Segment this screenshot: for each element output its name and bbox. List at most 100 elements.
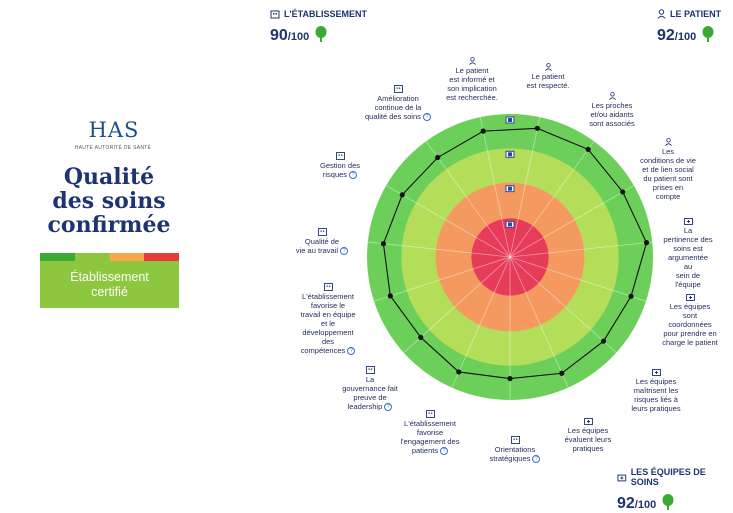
medical-case-icon: [617, 474, 627, 481]
certification-title: Qualité des soins confirmée: [38, 165, 180, 237]
data-point-14: [435, 154, 441, 161]
category-label-line: son implication: [447, 84, 497, 93]
category-label-line: compétences ?: [292, 346, 364, 356]
category-label-line: leurs pratiques: [631, 404, 681, 413]
title-line-1: Qualité: [63, 164, 155, 190]
spoke-4: [509, 241, 653, 258]
data-point-8: [507, 375, 513, 382]
category-label-line: continue de la: [374, 103, 422, 112]
spoke-0: [479, 117, 511, 258]
data-point-10: [418, 334, 424, 340]
category-label-line: risques ?: [312, 170, 368, 180]
building-icon: [398, 410, 462, 418]
bar-green: [40, 253, 75, 261]
spoke-9: [451, 256, 511, 388]
score-etablissement: L'ÉTABLISSEMENT 90 /100: [270, 9, 367, 45]
bar-orange: [109, 253, 145, 261]
question-icon[interactable]: ?: [340, 247, 349, 256]
bar-lightgreen: [74, 253, 110, 261]
axis-marker-fill-3: [508, 222, 512, 227]
has-logo: HAS: [88, 118, 140, 142]
spoke-1: [509, 117, 541, 258]
building-icon: [270, 10, 280, 18]
spoke-3: [509, 185, 635, 258]
score-patient-label: LE PATIENT: [670, 9, 722, 19]
score-etablissement-max: /100: [287, 31, 310, 43]
certified-badge: Établissement certifié: [40, 261, 179, 308]
axis-marker-fill-0: [508, 118, 512, 122]
score-equipes: LES ÉQUIPES DE SOINS 92 /100: [617, 467, 733, 513]
ring-3: [471, 218, 549, 296]
data-point-1: [534, 125, 540, 131]
data-point-6: [600, 338, 607, 344]
building-icon: [292, 283, 364, 291]
score-etablissement-label: L'ÉTABLISSEMENT: [284, 9, 367, 19]
category-label-line: L'établissement: [404, 419, 456, 428]
data-polygon: [382, 127, 648, 380]
category-label-line: Orientations: [494, 445, 536, 454]
spoke-5: [509, 256, 647, 302]
category-label-line: Gestion des: [319, 161, 361, 170]
spoke-13: [385, 185, 511, 258]
category-label-line: risques liés à: [634, 395, 678, 404]
question-icon[interactable]: ?: [384, 403, 393, 412]
category-label-line: favorise le: [310, 301, 346, 310]
score-equipes-max: /100: [634, 499, 657, 511]
category-label-line: et de lien social: [642, 165, 694, 174]
data-point-3: [620, 189, 626, 195]
category-label-line: pour prendre en: [663, 329, 717, 338]
question-icon[interactable]: ?: [440, 447, 449, 456]
category-label-line: L'établissement: [302, 292, 354, 301]
question-icon[interactable]: ?: [422, 113, 431, 122]
person-icon: [637, 138, 699, 146]
score-equipes-value: 92: [617, 495, 635, 512]
question-icon[interactable]: ?: [532, 455, 541, 464]
score-etablissement-value: 90: [270, 27, 288, 44]
spoke-2: [509, 141, 595, 258]
category-label-line: l'engagement des: [400, 437, 460, 446]
category-label-line: sont associés: [589, 119, 635, 128]
data-point-5: [628, 293, 634, 299]
building-icon: [485, 436, 545, 444]
category-label-line: sont: [682, 311, 698, 320]
category-label-line: Le patient: [531, 72, 565, 81]
category-label-line: coordonnées: [668, 320, 712, 329]
data-point-9: [456, 369, 462, 375]
medical-case-icon: [661, 293, 719, 301]
category-label-line: preuve de: [353, 393, 387, 402]
category-label-line: pratiques: [572, 444, 604, 453]
badge-line-1: Établissement: [70, 269, 149, 284]
data-point-7: [559, 370, 565, 376]
tree-icon: [315, 26, 327, 42]
category-label-line: évaluent leurs: [564, 435, 612, 444]
question-icon[interactable]: ?: [349, 171, 358, 180]
badge-line-2: certifié: [91, 284, 128, 299]
building-icon: [337, 366, 403, 374]
person-icon: [583, 92, 641, 100]
category-label-line: leadership ?: [337, 402, 403, 412]
category-label-line: Les équipes: [669, 302, 711, 311]
score-equipes-label: LES ÉQUIPES DE SOINS: [630, 467, 706, 487]
category-label-line: La: [683, 226, 693, 235]
medical-case-icon: [560, 417, 616, 425]
category-label-line: est informé et: [449, 75, 495, 84]
spoke-6: [509, 256, 617, 353]
building-icon: [312, 152, 368, 160]
category-label-line: développement: [302, 328, 354, 337]
question-icon[interactable]: ?: [347, 347, 356, 356]
person-icon: [523, 63, 573, 71]
category-label-line: charge le patient: [662, 338, 718, 347]
data-point-2: [585, 146, 591, 153]
